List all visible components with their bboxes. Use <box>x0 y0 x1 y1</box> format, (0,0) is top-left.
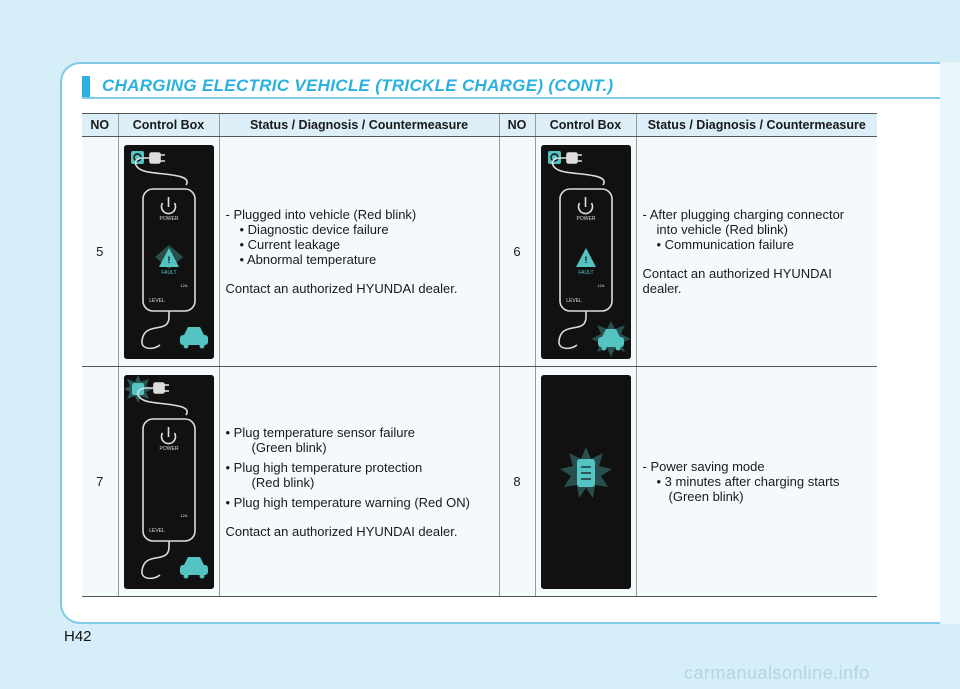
control-box-cell: POWER ! FAULT 12A LEVEL <box>534 136 636 367</box>
table-header-row: NO Control Box Status / Diagnosis / Coun… <box>82 113 877 137</box>
svg-text:!: ! <box>584 255 587 265</box>
status-line: (Green blink) <box>251 439 327 455</box>
plug-icon <box>136 381 188 415</box>
status-line: into vehicle (Red blink) <box>656 222 789 237</box>
power-label: POWER <box>159 446 178 452</box>
cable <box>140 540 170 579</box>
status-cell: • Plug temperature sensor failure (Green… <box>218 366 499 597</box>
col-header-status: Status / Diagnosis / Countermeasure <box>635 113 877 137</box>
car-icon <box>179 556 208 578</box>
status-line: • Current leakage <box>239 237 341 252</box>
power-icon <box>160 426 176 444</box>
plug-icon <box>134 151 188 185</box>
status-cell: - Plugged into vehicle (Red blink) • Dia… <box>218 136 499 367</box>
status-line: • Abnormal temperature <box>239 252 377 267</box>
dealer-contact-note: Contact an authorized HYUNDAI dealer. <box>642 266 832 296</box>
row-number: 7 <box>82 366 118 597</box>
level-label: LEVEL <box>149 298 165 304</box>
status-line: - After plugging charging connector <box>642 207 845 222</box>
amp-label: 12A <box>597 283 604 288</box>
status-line: • 3 minutes after charging starts <box>656 474 840 489</box>
control-box-illustration: POWER 12A LEVEL <box>123 374 214 589</box>
row-number: 8 <box>498 366 535 597</box>
dealer-contact-note: Contact an authorized HYUNDAI dealer. <box>225 281 458 296</box>
control-box-illustration <box>540 374 631 589</box>
cable <box>557 310 587 349</box>
table-row: 7 <box>82 366 877 597</box>
col-header-no: NO <box>82 113 118 137</box>
page-edge-strip <box>940 62 960 624</box>
car-icon <box>179 326 208 348</box>
control-box-illustration: POWER ! FAULT 12A LEVEL <box>123 144 214 359</box>
power-icon <box>160 196 176 214</box>
blinking-plug-status-icon <box>123 374 153 403</box>
level-label: LEVEL <box>566 298 582 304</box>
status-cell: - After plugging charging connector into… <box>635 136 877 367</box>
status-line: (Green blink) <box>668 489 744 504</box>
amp-label: 12A <box>180 283 187 288</box>
control-box-cell: POWER 12A LEVEL <box>117 366 219 597</box>
status-line: - Power saving mode <box>642 459 765 474</box>
level-label: LEVEL <box>149 528 165 534</box>
row-number: 5 <box>82 136 118 367</box>
col-header-control-box: Control Box <box>117 113 219 137</box>
fault-label: FAULT <box>578 270 593 276</box>
status-line: • Plug high temperature protection <box>225 459 423 475</box>
control-box-cell: POWER ! FAULT 12A LEVEL <box>117 136 219 367</box>
status-line: • Plug temperature sensor failure <box>225 424 416 440</box>
plug-status-icon <box>130 150 144 164</box>
control-box-illustration: POWER ! FAULT 12A LEVEL <box>540 144 631 359</box>
status-cell: - Power saving mode • 3 minutes after ch… <box>635 366 877 597</box>
status-line: - Plugged into vehicle (Red blink) <box>225 207 417 222</box>
plug-status-icon <box>547 150 561 164</box>
status-line: • Diagnostic device failure <box>239 222 389 237</box>
title-underline <box>82 97 940 99</box>
status-table: NO Control Box Status / Diagnosis / Coun… <box>82 113 877 597</box>
title-accent-bar <box>82 76 90 98</box>
table-row: 5 POWER <box>82 136 877 367</box>
fault-label: FAULT <box>161 270 176 276</box>
section-title: CHARGING ELECTRIC VEHICLE (TRICKLE CHARG… <box>102 76 614 95</box>
status-line: • Plug high temperature warning (Red ON) <box>225 494 470 510</box>
fault-warning-icon: ! <box>575 247 596 267</box>
power-label: POWER <box>159 216 178 222</box>
dealer-contact-note: Contact an authorized HYUNDAI dealer. <box>225 523 458 539</box>
col-header-control-box: Control Box <box>534 113 636 137</box>
blinking-car-icon <box>590 320 631 357</box>
col-header-status: Status / Diagnosis / Countermeasure <box>218 113 499 137</box>
blinking-level-indicator-icon <box>559 446 612 498</box>
fault-warning-icon: ! <box>154 244 183 269</box>
status-line: • Communication failure <box>656 237 795 252</box>
amp-label: 12A <box>180 513 187 518</box>
row-number: 6 <box>498 136 535 367</box>
cable <box>140 310 170 349</box>
plug-icon <box>551 151 605 185</box>
page-number: H42 <box>64 628 92 645</box>
watermark: carmanualsonline.info <box>684 663 870 683</box>
power-label: POWER <box>576 216 595 222</box>
control-box-cell <box>534 366 636 597</box>
svg-text:!: ! <box>167 255 170 265</box>
status-line: (Red blink) <box>251 474 315 490</box>
power-icon <box>577 196 593 214</box>
col-header-no: NO <box>498 113 535 137</box>
